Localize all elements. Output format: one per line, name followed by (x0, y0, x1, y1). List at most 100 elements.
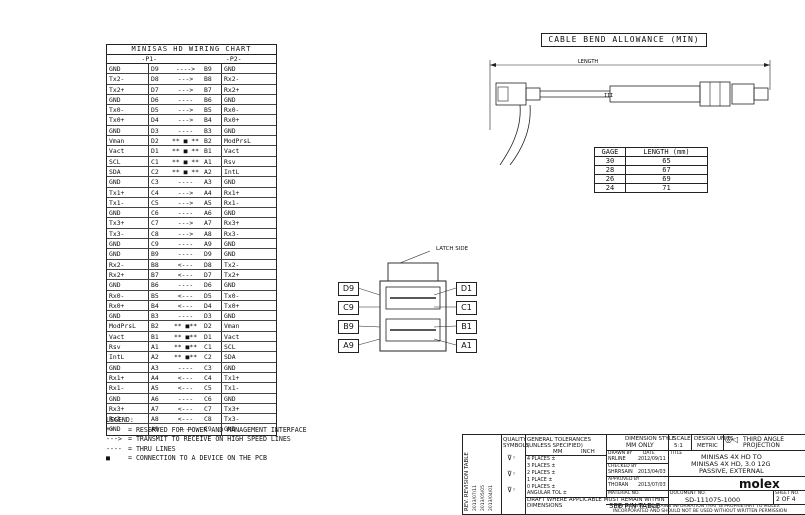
p2-signal: Tx3+ (224, 404, 240, 413)
p1-signal: Tx1- (107, 197, 149, 208)
left-plug-tab (497, 86, 509, 102)
p2-signal: Vact (224, 147, 240, 156)
legend-item: ---> = TRANSMIT TO RECEIVE ON HIGH SPEED… (106, 435, 307, 445)
p2-pin: A7 (202, 218, 222, 228)
p2-pin: D7 (202, 269, 222, 280)
p1-signal: SCL (107, 156, 149, 166)
scale-label: SCALE (673, 436, 691, 442)
direction: ** ■** (173, 332, 198, 341)
pin-label-a9: A9 (338, 339, 359, 353)
p2-pin: B1 (202, 146, 222, 156)
direction: ---- (177, 250, 194, 259)
p2-signal: Rx0- (224, 106, 240, 115)
p1-signal: Tx3+ (107, 218, 149, 228)
p1-pin: C3 (151, 178, 159, 187)
p1-signal: ModPrsL (107, 321, 149, 331)
p2-pin: B2 (202, 136, 222, 146)
direction: ** ■** (173, 353, 198, 362)
p2-signal: Vact (224, 332, 240, 341)
p2-signal: Tx3- (224, 415, 240, 424)
p1-pin: D6 (151, 95, 159, 104)
p1-signal: Tx2+ (107, 84, 149, 94)
p1-pin: B4 (151, 301, 159, 310)
date-label: DATE (643, 451, 655, 456)
direction: ** ■ ** (172, 157, 199, 166)
direction: ---- (177, 281, 194, 290)
p1-signal: Rx1+ (107, 372, 149, 383)
sheet-no-label: SHEET NO. (775, 491, 800, 496)
p2-pin: B6 (202, 94, 222, 105)
checked-date: 2013/04/03 (638, 470, 666, 475)
direction: ** ■ ** (172, 167, 199, 176)
legend-text: = CONNECTION TO A DEVICE ON THE PCB (128, 454, 267, 462)
left-plug-body (495, 82, 527, 106)
p2-signal: GND (224, 425, 236, 434)
p2-pin: B7 (202, 84, 222, 94)
p2-signal: Tx1- (224, 384, 240, 393)
p2-signal: Tx0- (224, 291, 240, 300)
p1-pin: C4 (151, 188, 159, 197)
p1-signal: Rx3+ (107, 403, 149, 414)
drawn-by-label: DRAWN BY (608, 451, 633, 456)
p2-signal: GND (224, 178, 236, 187)
title-label: TITLE (670, 451, 683, 456)
cable-bend (499, 104, 531, 165)
p1-pin: B3 (151, 312, 159, 321)
p2-signal: Tx2- (224, 260, 240, 269)
general-tolerances-label: GENERAL TOLERANCES (UNLESS SPECIFIED) (527, 437, 592, 449)
p2-pin: C8 (202, 414, 222, 424)
connector-face-view (379, 250, 447, 352)
p2-signal: Rx2+ (224, 85, 240, 94)
p2-pin: A2 (202, 166, 222, 177)
p1-signal: GND (107, 249, 149, 259)
p1-pin: B9 (151, 250, 159, 259)
document-number: SD-111075-1000 (685, 496, 741, 504)
p1-signal: Tx0+ (107, 115, 149, 125)
p1-pin: C1 (151, 157, 159, 166)
p1-pin: B7 (151, 270, 159, 279)
legend: LEGEND: ** = RESERVED FOR POWER AND MANA… (106, 416, 307, 464)
cable-bend-title: CABLE BEND ALLOWANCE (MIN) (541, 33, 707, 47)
tolerance-row: 2 PLACES ± (527, 471, 556, 476)
legend-text: = TRANSMIT TO RECEIVE ON HIGH SPEED LINE… (128, 435, 291, 443)
p2-signal: Tx2+ (224, 270, 240, 279)
direction: ---- (177, 126, 194, 135)
direction: ---> (177, 116, 194, 125)
right-overmold (609, 85, 701, 103)
p2-pin: C4 (202, 372, 222, 383)
direction: <--- (177, 415, 194, 424)
direction: ---> (177, 75, 194, 84)
p1-signal: GND (107, 393, 149, 403)
p1-signal: Tx3- (107, 228, 149, 239)
right-plug-tip (753, 87, 769, 101)
p1-pin: C5 (151, 198, 159, 207)
p1-pin: D4 (151, 116, 159, 125)
direction: ---> (177, 198, 194, 207)
leader-line (358, 287, 381, 296)
p1-signal: Tx1+ (107, 187, 149, 197)
pin-label-c9: C9 (338, 301, 359, 315)
p1-signal: GND (107, 362, 149, 372)
tolerance-row: 3 PLACES ± (527, 464, 556, 469)
p2-signal: GND (224, 312, 236, 321)
latch-side-label: LATCH SIDE (436, 246, 469, 252)
pin-label-b9: B9 (338, 320, 359, 334)
pin-label-c1: C1 (456, 301, 477, 315)
material-no-label: MATERIAL NO. (608, 491, 640, 496)
rev-entry: 2013/07/11 (473, 485, 478, 511)
p2-signal: Rx1+ (224, 188, 240, 197)
p2-pin: C5 (202, 383, 222, 393)
quality-symbol-icon: ⊽◦ (507, 470, 517, 478)
direction: ** ■ ** (172, 147, 199, 156)
drawn-date: 2012/09/11 (638, 457, 666, 462)
leader-line (358, 325, 381, 328)
